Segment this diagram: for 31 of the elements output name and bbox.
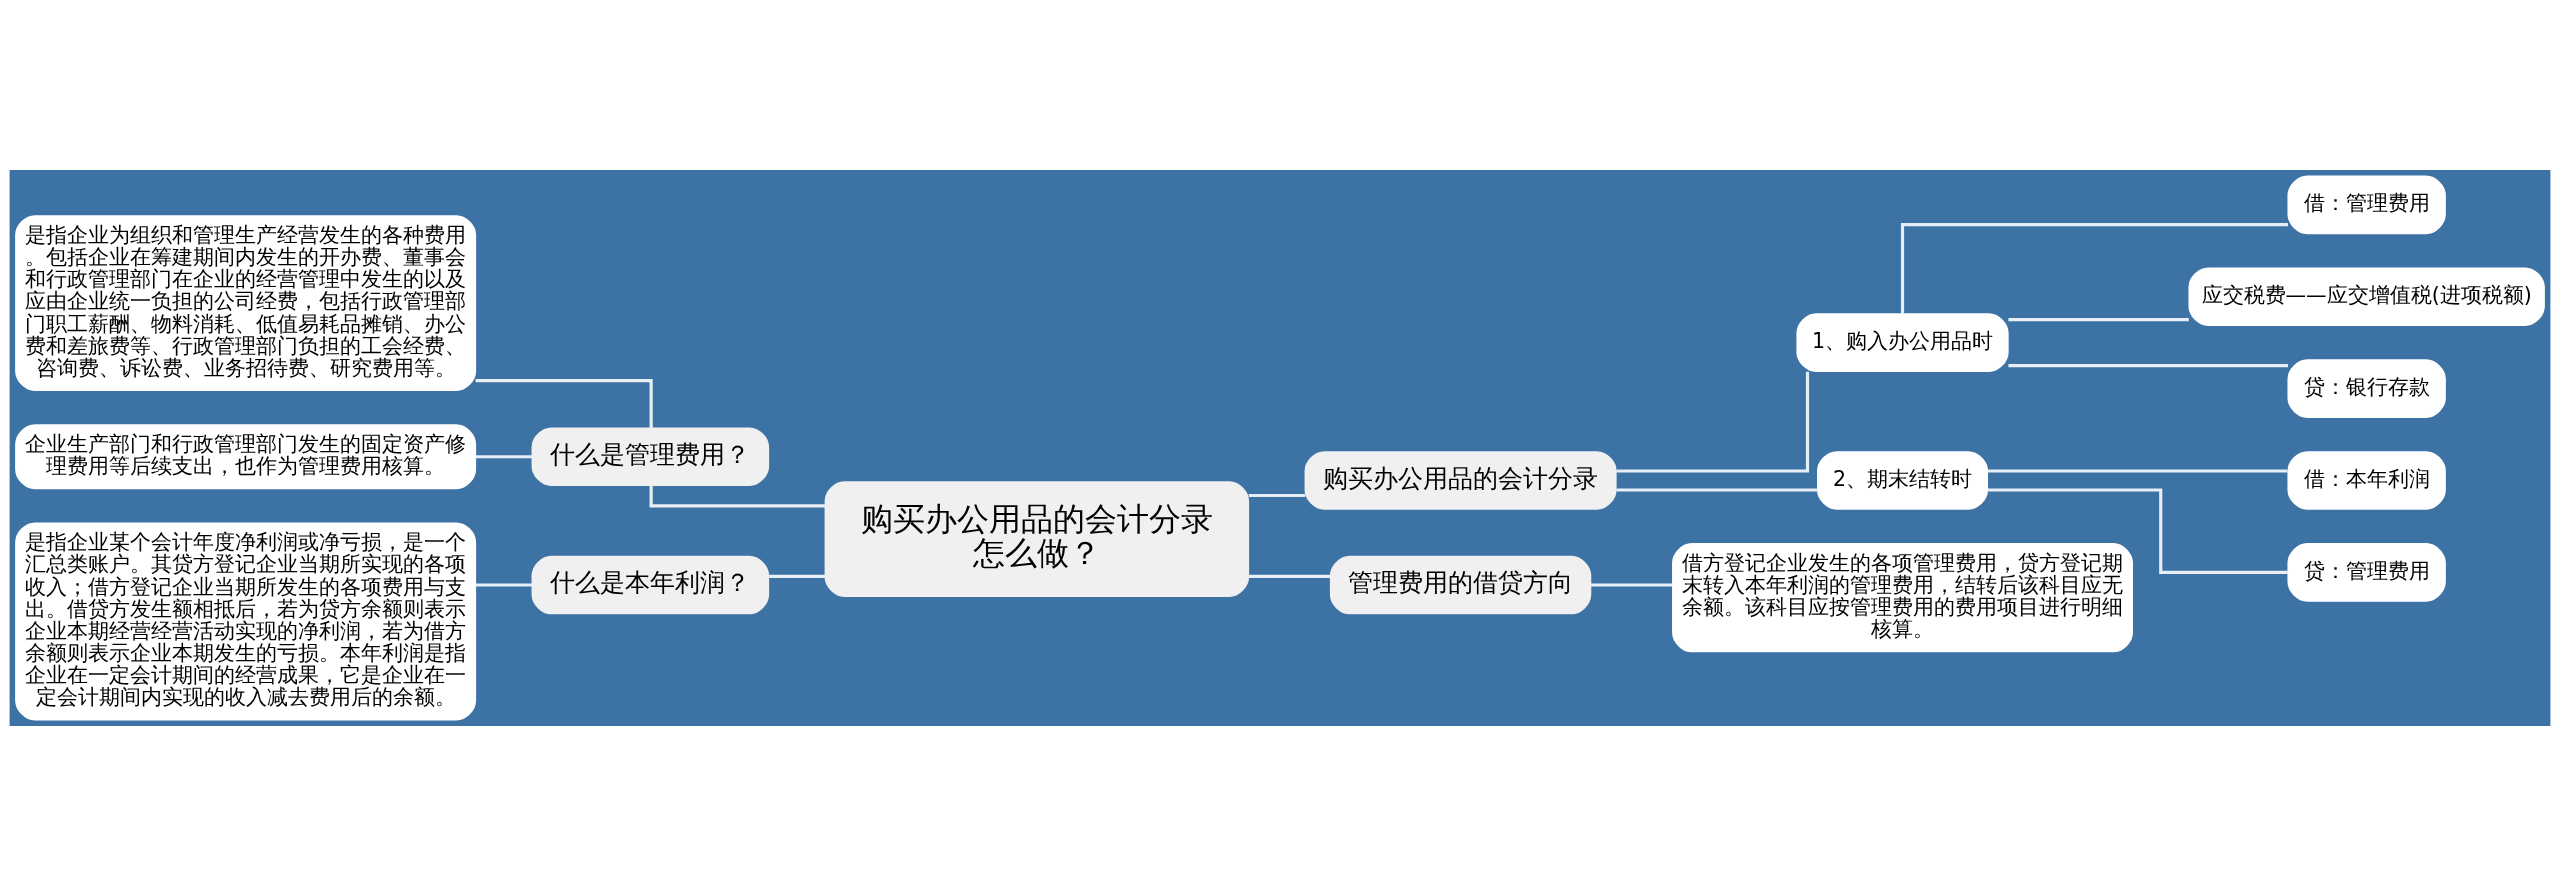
node-box: 购买办公用品的会计分录: [1304, 450, 1617, 510]
connector: [649, 484, 826, 507]
node-box: 贷：银行存款: [2287, 358, 2446, 418]
node-box: 购买办公用品的会计分录怎么做？: [824, 480, 1250, 597]
connector: [2008, 363, 2288, 367]
node-box: 贷：管理费用: [2287, 542, 2446, 602]
node-box: 是指企业某个会计年度净利润或净亏损，是一个汇总类账户。其贷方登记企业当期所实现的各项收入；借方登记企业当期所发生的各项费用与支出。借贷方发生额相抵后，若为贷方余额则表示企业本期经营经营活动实现的净利润，若为借方余额则表示企业本期发生的亏损。本年利润是指企业在一定会计期间的经营成果，它是企业在一定会计期间内实现的收入减去费用后的余额。: [15, 521, 477, 720]
connector: [1248, 493, 1306, 497]
connector: [475, 454, 533, 458]
node-box: 2、期末结转时: [1817, 450, 1989, 510]
node-box: 借方登记企业发生的各项管理费用，贷方登记期末转入本年利润的管理费用，结转后该科目应无余额。该科目应按管理费用的费用项目进行明细核算。: [1672, 542, 2133, 652]
connector: [1248, 574, 1331, 578]
node-box: 应交税费——应交增值税(进项税额): [2188, 266, 2545, 326]
connector: [1987, 487, 2289, 574]
connector: [1900, 222, 2288, 314]
connector: [768, 574, 826, 578]
node-box: 是指企业为组织和管理生产经营发生的各种费用。包括企业在筹建期间内发生的开办费、董事会和行政管理部门在企业的经营管理中发生的以及应由企业统一负担的公司经费，包括行政管理部门职工薪酬、物料消耗、低值易耗品摊销、办公费和差旅费等、行政管理部门负担的工会经费、咨询费、诉讼费、业务招待费、研究费用等。: [15, 214, 477, 391]
connector: [1616, 487, 1818, 492]
node-box: 什么是本年利润？: [531, 555, 770, 614]
connector: [475, 378, 653, 428]
node-box: 管理费用的借贷方向: [1329, 555, 1592, 614]
node-box: 借：管理费用: [2287, 175, 2446, 234]
connector: [1616, 371, 1810, 473]
connector: [2008, 317, 2189, 321]
node-box: 企业生产部门和行政管理部门发生的固定资产修理费用等后续支出，也作为管理费用核算。: [15, 423, 477, 489]
connector: [475, 582, 533, 587]
node-box: 1、购入办公用品时: [1796, 312, 2009, 372]
node-box: 什么是管理费用？: [531, 426, 770, 486]
connector: [1987, 468, 2288, 473]
node-box: 借：本年利润: [2287, 450, 2446, 510]
connector: [1590, 582, 1673, 587]
